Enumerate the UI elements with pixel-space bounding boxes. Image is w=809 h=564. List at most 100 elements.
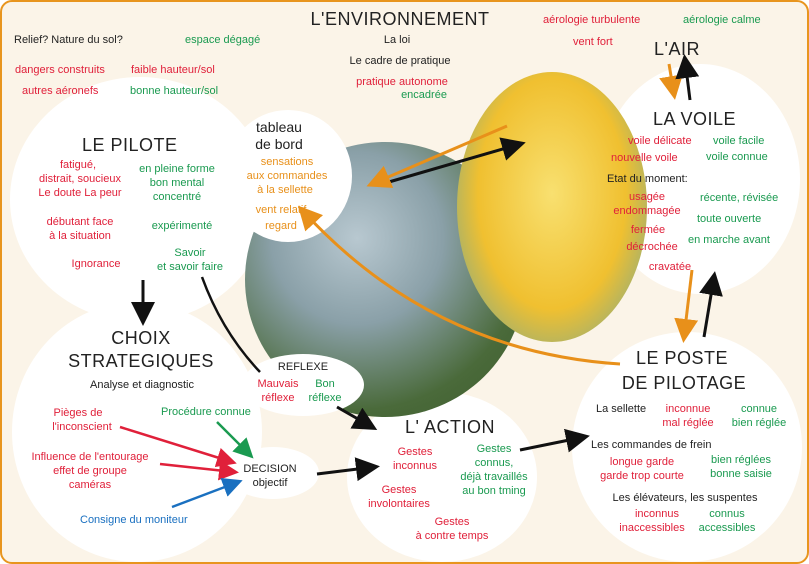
pilote-mental: bon mental bbox=[149, 177, 205, 189]
poste-bienreglee: bien réglée bbox=[731, 417, 787, 429]
env-turbulente: aérologie turbulente bbox=[543, 14, 641, 26]
poste-inconnus: inconnus bbox=[634, 508, 680, 520]
arrow-wing-tableau bbox=[366, 124, 508, 188]
pilote-experimente: expérimenté bbox=[151, 220, 213, 232]
poste-connus: connus bbox=[709, 508, 745, 520]
action-connus-4: au bon tming bbox=[462, 485, 526, 497]
env-calme: aérologie calme bbox=[683, 14, 761, 26]
poste-bienreglees: bien réglées bbox=[711, 454, 771, 466]
reflexe-mauvais-2: réflexe bbox=[261, 392, 295, 404]
voile-delicate: voile délicate bbox=[628, 135, 692, 147]
choix-influence: Influence de l'entourage bbox=[31, 451, 149, 463]
arrow-pieges bbox=[119, 425, 237, 468]
reflexe-mauvais: Mauvais bbox=[257, 378, 299, 390]
poste-saisie: bonne saisie bbox=[710, 468, 772, 480]
choix-influence-2: effet de groupe bbox=[53, 465, 127, 477]
voile-endommagee: endommagée bbox=[613, 205, 681, 217]
poste-accessibles: accessibles bbox=[698, 522, 756, 534]
choix-sub: Analyse et diagnostic bbox=[90, 379, 194, 391]
voile-marche: en marche avant bbox=[688, 234, 770, 246]
arrow-air-voile bbox=[659, 63, 683, 100]
voile-fermee: fermée bbox=[630, 224, 666, 236]
reflexe-bon: Bon bbox=[315, 378, 335, 390]
arrow-influence bbox=[159, 460, 239, 481]
voile-nouvelle: nouvelle voile bbox=[611, 152, 678, 164]
choix-title: CHOIX bbox=[111, 328, 171, 348]
env-encadree: encadrée bbox=[401, 89, 447, 101]
line-pilote-reflexe bbox=[200, 276, 261, 373]
arrow-tableau-wing bbox=[381, 137, 526, 186]
poste-courte: garde trop courte bbox=[600, 470, 684, 482]
env-espace: espace dégagé bbox=[185, 34, 261, 46]
poste-commandes: Les commandes de frein bbox=[591, 439, 712, 451]
env-bonne: bonne hauteur/sol bbox=[130, 85, 219, 97]
tableau-title: tableau bbox=[256, 119, 302, 135]
env-title: L'ENVIRONNEMENT bbox=[310, 9, 490, 29]
poste-title: LE POSTE bbox=[635, 348, 729, 368]
choix-procedure: Procédure connue bbox=[161, 406, 251, 418]
pilote-distrait: distrait, soucieux bbox=[39, 173, 121, 185]
voile-connue: voile connue bbox=[706, 151, 768, 163]
tableau-title-2: de bord bbox=[255, 136, 303, 152]
voile-decrochee: décrochée bbox=[626, 241, 678, 253]
voile-recente: récente, révisée bbox=[700, 192, 779, 204]
env-cadre: Le cadre de pratique bbox=[349, 55, 451, 67]
env-relief: Relief? Nature du sol? bbox=[14, 34, 123, 46]
pilote-savoir: Savoir bbox=[174, 247, 206, 259]
action-inconnus: Gestes bbox=[397, 446, 433, 458]
arrow-procedure bbox=[216, 421, 254, 459]
action-connus-2: connus, bbox=[474, 457, 514, 469]
arrow-poste-tableau bbox=[297, 205, 621, 366]
poste-longue: longue garde bbox=[609, 456, 675, 468]
choix-pieges: Pièges de bbox=[53, 407, 103, 419]
env-pratique: pratique autonome bbox=[356, 76, 448, 88]
pilote-title: LE PILOTE bbox=[82, 135, 178, 155]
pilote-situation: à la situation bbox=[49, 230, 111, 242]
poste-malreglee: mal réglée bbox=[662, 417, 714, 429]
arrow-consigne bbox=[171, 477, 243, 509]
choix-pieges-2: l'inconscient bbox=[52, 421, 112, 433]
reflexe-bon-2: réflexe bbox=[308, 392, 342, 404]
choix-consigne: Consigne du moniteur bbox=[80, 514, 188, 526]
env-vent: vent fort bbox=[573, 36, 613, 48]
pilote-fatigue: fatigué, bbox=[59, 159, 97, 171]
arrow-decision-action bbox=[316, 457, 380, 482]
action-involontaires-2: involontaires bbox=[368, 498, 430, 510]
action-inconnus-2: inconnus bbox=[392, 460, 438, 472]
poste-sellette: La sellette bbox=[596, 403, 647, 415]
arrow-action-poste bbox=[519, 428, 590, 453]
photo-wing bbox=[457, 72, 647, 342]
choix-title-2: STRATEGIQUES bbox=[68, 351, 214, 371]
pilote-savoirfaire: et savoir faire bbox=[156, 261, 224, 273]
air-title: L'AIR bbox=[654, 39, 700, 59]
poste-connue: connue bbox=[740, 403, 778, 415]
pilote-ignorance: Ignorance bbox=[71, 258, 121, 270]
tableau-vent: vent relatif bbox=[255, 204, 307, 216]
voile-usagee: usagée bbox=[628, 191, 666, 203]
pilote-forme: en pleine forme bbox=[139, 163, 215, 175]
action-contretemps: Gestes bbox=[434, 516, 470, 528]
pilote-concentre: concentré bbox=[152, 191, 202, 203]
env-dangers: dangers construits bbox=[15, 64, 105, 76]
action-title: L' ACTION bbox=[405, 417, 495, 437]
voile-cravatee: cravatée bbox=[648, 261, 692, 273]
tableau-sellette: à la sellette bbox=[257, 184, 313, 196]
tableau-bubble bbox=[224, 110, 352, 242]
pilote-bubble bbox=[10, 77, 270, 322]
decision-objectif: objectif bbox=[252, 477, 288, 489]
tableau-sensations: sensations bbox=[260, 156, 314, 168]
env-autres: autres aéronefs bbox=[22, 85, 99, 97]
arrow-voile-air bbox=[675, 54, 700, 101]
pilote-debutant: débutant face bbox=[46, 216, 114, 228]
pilote-doute: Le doute La peur bbox=[38, 187, 122, 199]
action-involontaires: Gestes bbox=[381, 484, 417, 496]
reflexe-bubble bbox=[242, 354, 364, 416]
voile-etat: Etat du moment: bbox=[607, 173, 688, 185]
voile-title: LA VOILE bbox=[653, 109, 737, 129]
reflexe-title: REFLEXE bbox=[277, 361, 329, 373]
voile-facile: voile facile bbox=[713, 135, 765, 147]
poste-inaccessibles: inaccessibles bbox=[619, 522, 685, 534]
tableau-commandes: aux commandes bbox=[246, 170, 328, 182]
